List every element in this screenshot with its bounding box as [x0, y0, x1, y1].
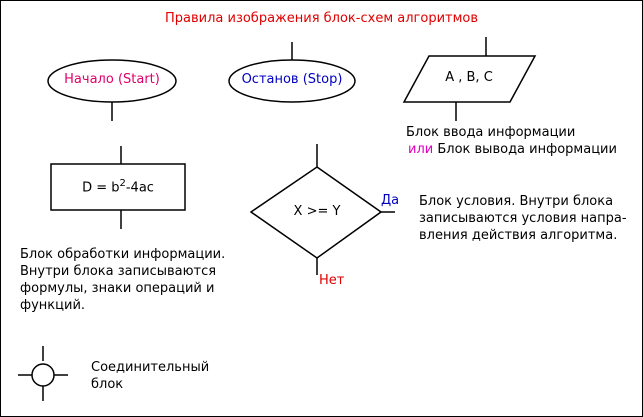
decision-yes-label: Да [381, 193, 400, 208]
io-caption-line1: Блок ввода информации [406, 125, 576, 140]
decision-no-label: Нет [319, 273, 345, 288]
stop-label: Останов (Stop) [241, 72, 343, 87]
process-caption-line4: функций. [20, 298, 86, 313]
process-rectangle-shape [50, 163, 186, 211]
connector-caption-line1: Соединительный [91, 360, 210, 375]
process-label-base: D = b [82, 180, 120, 196]
process-label: D = b2-4ac [51, 178, 185, 195]
diagram-title: Правила изображения блок-схем алгоритмов [164, 11, 479, 26]
connector-circle-shape [31, 363, 55, 387]
io-caption-line2-row: или Блок вывода информации [408, 140, 617, 160]
io-label: A , B, C [445, 70, 493, 85]
io-parallelogram-shape [402, 55, 537, 103]
process-caption-line2: Внутри блока записываются [20, 264, 217, 279]
connector-caption-line2: блок [91, 377, 124, 392]
decision-label: X >= Y [293, 204, 341, 219]
process-caption-line1: Блок обработки информации. [20, 247, 226, 262]
process-label-suffix: -4ac [125, 180, 154, 196]
process-label-sup: 2 [119, 178, 126, 189]
stop-terminator-shape [228, 59, 356, 103]
start-label: Начало (Start) [64, 72, 160, 87]
process-caption-line3: формулы, знаки операций и [20, 281, 215, 296]
decision-caption-line2: записываются условия напра- [419, 211, 627, 226]
decision-caption-line3: вления действия алгоритма. [419, 228, 618, 243]
io-caption-line2: Блок вывода информации [437, 142, 617, 157]
io-caption-or: или [408, 142, 434, 157]
decision-caption-line1: Блок условия. Внутри блока [419, 194, 614, 209]
